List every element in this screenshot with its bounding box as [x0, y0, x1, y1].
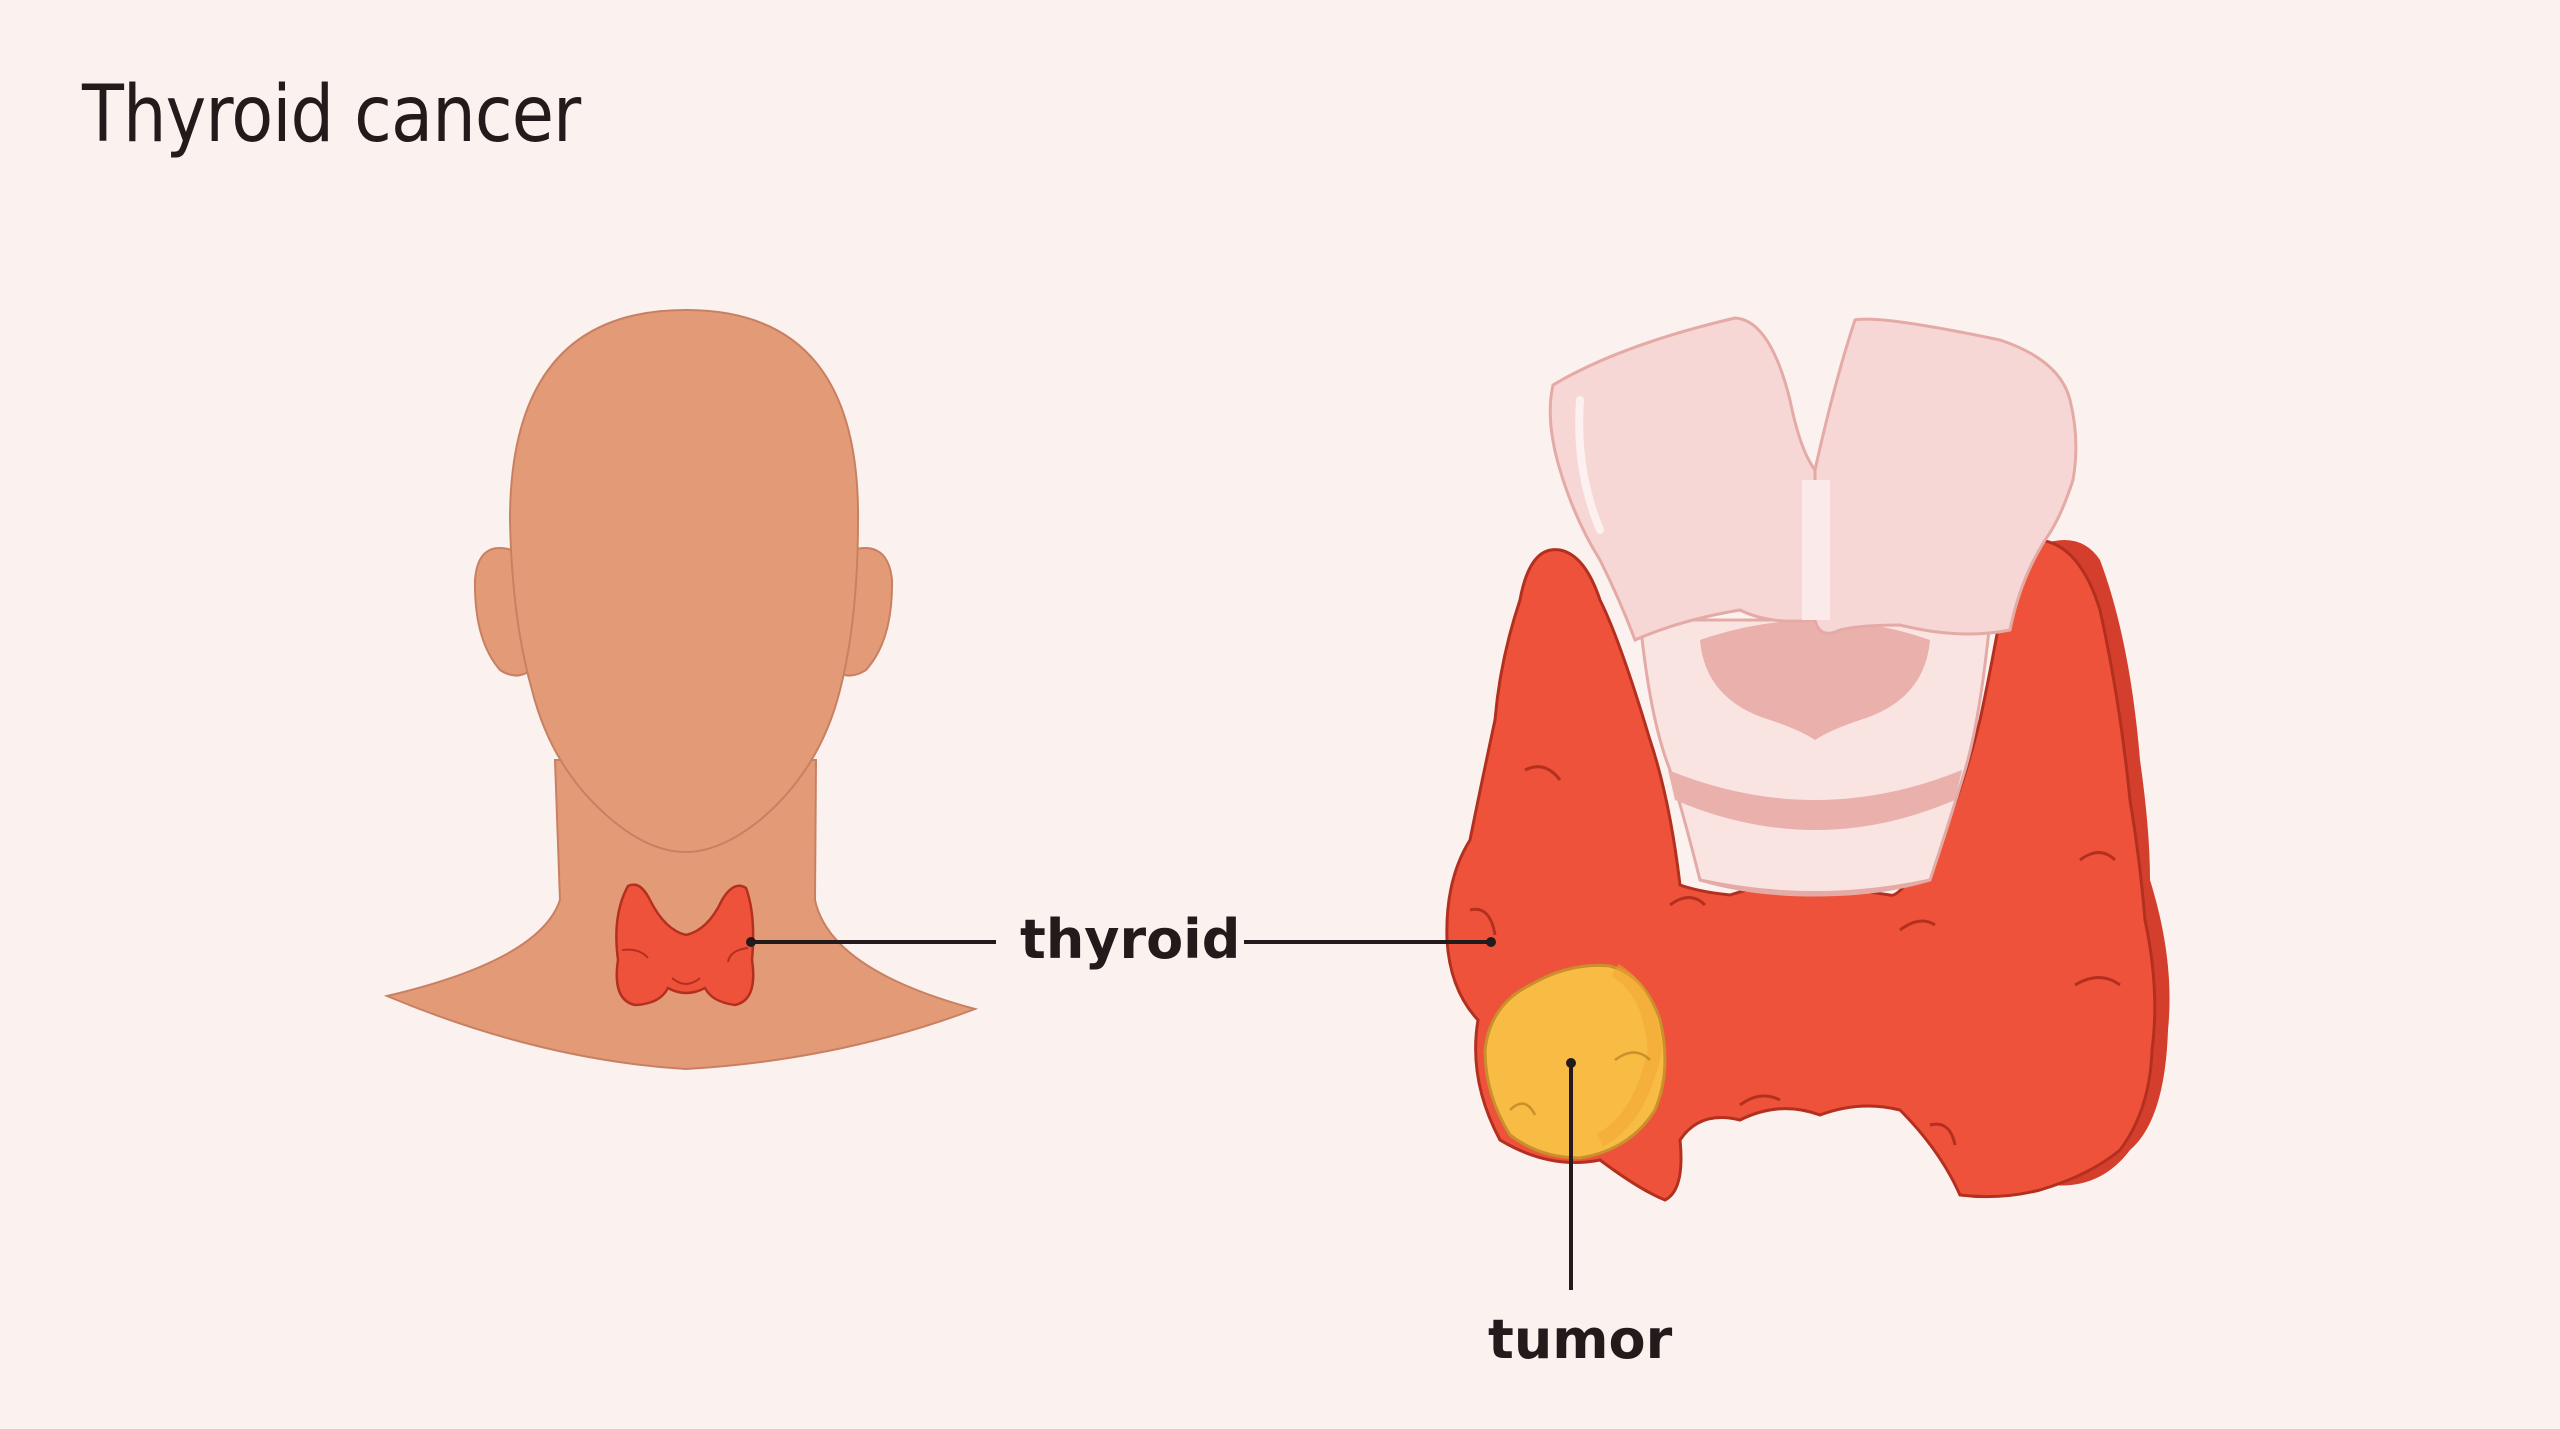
thyroid-leader-left [746, 937, 996, 947]
tumor-leader [1566, 1058, 1576, 1290]
shoulders [383, 759, 979, 1071]
larynx-left-plate [1548, 316, 1817, 643]
trachea-lumen [1700, 620, 1930, 740]
small-thyroid [615, 883, 755, 1007]
head [508, 308, 860, 854]
tumor-label: tumor [1488, 1308, 1673, 1371]
thyroid-label: thyroid [1020, 908, 1241, 971]
thyroid-closeup-illustration [1445, 316, 2170, 1202]
thyroid-leader-right [1244, 937, 1496, 947]
head-neck-illustration [383, 308, 979, 1071]
larynx-right-plate [1813, 317, 2078, 636]
page-title: Thyroid cancer [82, 70, 581, 160]
